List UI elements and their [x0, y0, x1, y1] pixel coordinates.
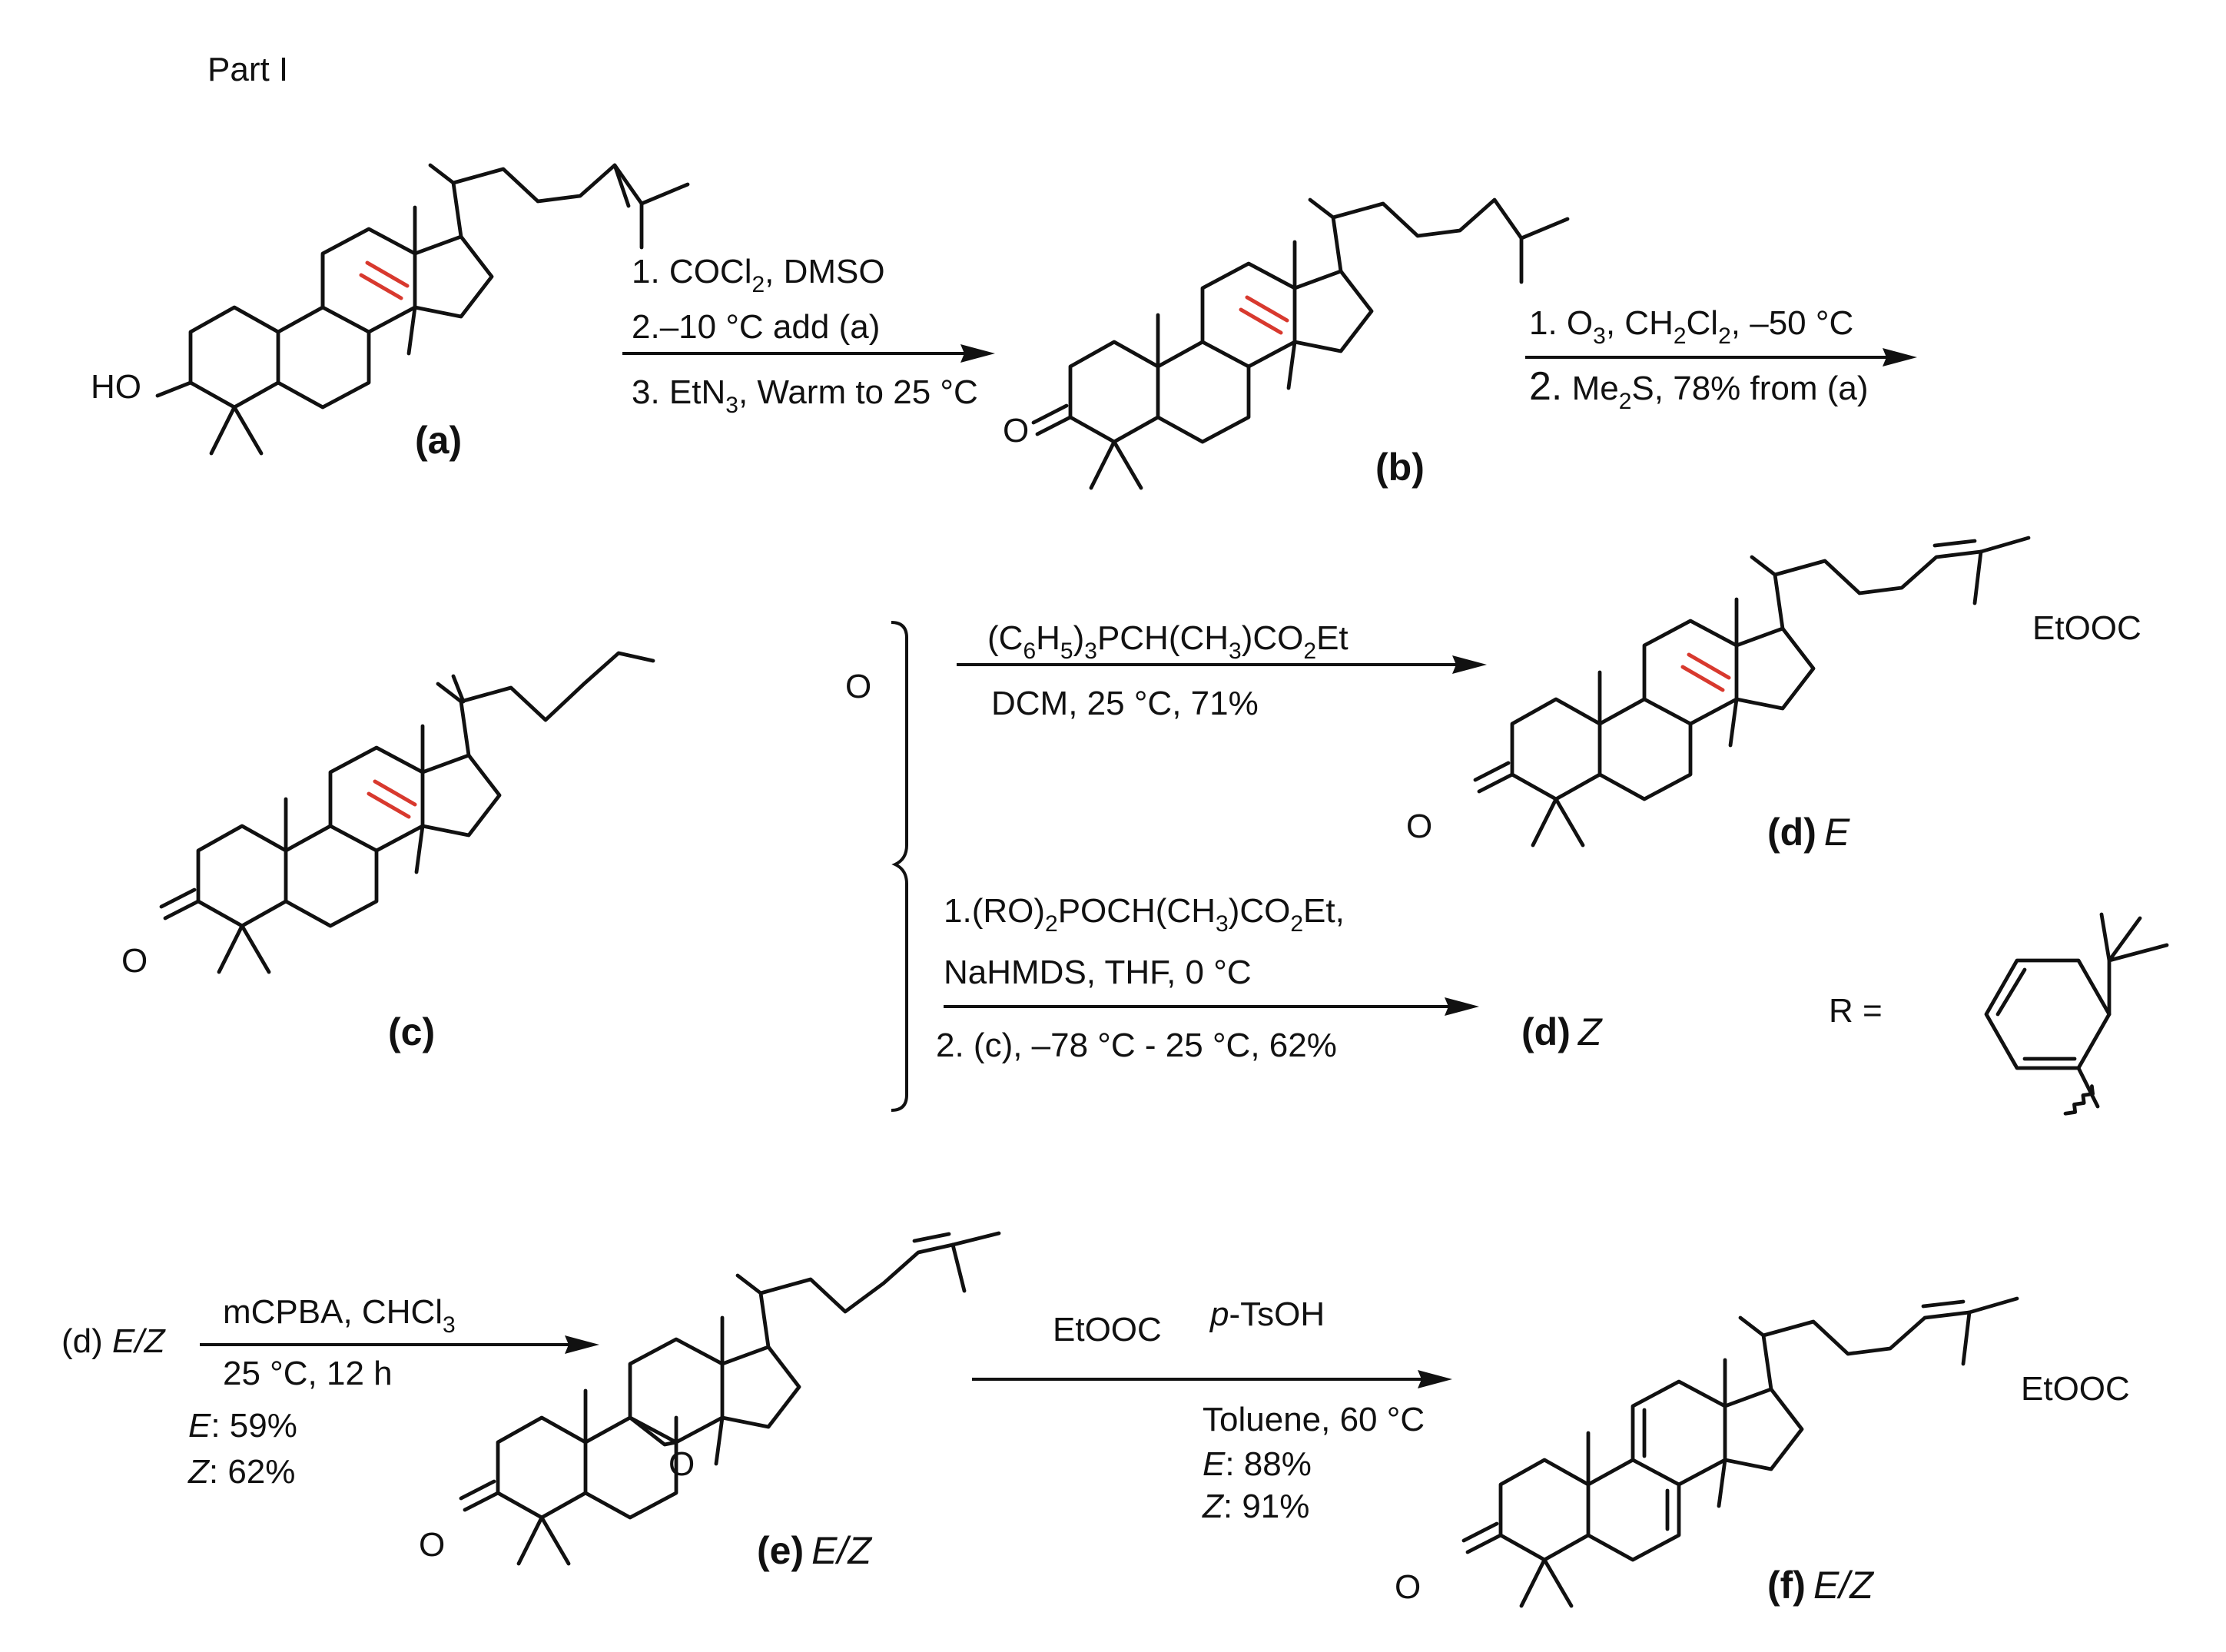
- compound-e-ester: EtOOC: [1053, 1311, 1162, 1348]
- compound-c-ketone: O: [121, 942, 148, 980]
- step-a-b-line3: 3. EtN3, Warm to 25 °C: [632, 373, 978, 418]
- arrow-e-to-f: [972, 1370, 1452, 1388]
- step-e-f-yield-z: Z: 91%: [1202, 1488, 1309, 1525]
- arrow-d-to-e: [200, 1335, 599, 1354]
- step-c-dE-line1: (C6H5)3PCH(CH3)CO2Et: [987, 619, 1349, 664]
- compound-f: [1461, 1296, 2019, 1608]
- step-e-f-reagent: p-TsOH: [1209, 1295, 1325, 1333]
- compound-c: [159, 651, 655, 974]
- compound-b: [1031, 197, 1570, 490]
- step-d-e-yield-e: E: 59%: [188, 1407, 297, 1445]
- step-b-c-line1: 1. O3, CH2Cl2, –50 °C: [1529, 304, 1853, 349]
- step-c-dZ-line3: 2. (c), –78 °C - 25 °C, 62%: [936, 1027, 1337, 1064]
- compound-e-epoxide: O: [668, 1445, 695, 1483]
- compound-a-label: (a): [415, 419, 462, 462]
- r-group-label: R =: [1829, 992, 1883, 1030]
- compound-a-hydroxyl: HO: [91, 368, 141, 406]
- compound-c-label: (c): [388, 1010, 435, 1053]
- part-label: Part I: [207, 51, 288, 88]
- step-a-b-line1: 1. COCl2, DMSO: [632, 253, 885, 297]
- compound-f-ester: EtOOC: [2021, 1370, 2130, 1408]
- step-c-dZ-line1: 1.(RO)2POCH(CH3)CO2Et,: [944, 892, 1345, 937]
- compound-e-label: (e)E/Z: [757, 1529, 872, 1572]
- compound-b-ketone: O: [1003, 412, 1029, 449]
- step-d-e-yield-z: Z: 62%: [187, 1453, 295, 1491]
- branch-brace: [891, 621, 908, 1112]
- step-c-dZ-line2: NaHMDS, THF, 0 °C: [944, 954, 1252, 991]
- step-d-e-line1: mCPBA, CHCl3: [223, 1293, 456, 1338]
- step-b-c-line2: 2. Me2S, 78% from (a): [1529, 364, 1869, 414]
- compound-b-label: (b): [1375, 446, 1425, 489]
- compound-a: [155, 163, 690, 456]
- compound-f-label: (f)E/Z: [1767, 1564, 1874, 1607]
- r-group-structure: [1984, 912, 2169, 1116]
- arrow-b-to-c: [1525, 348, 1917, 367]
- compound-dE-ester: EtOOC: [2032, 609, 2141, 647]
- step-a-b-line2: 2.–10 °C add (a): [632, 308, 880, 346]
- step-d-e-start: (d) E/Z: [61, 1322, 167, 1360]
- step-d-e-line2: 25 °C, 12 h: [223, 1355, 393, 1392]
- compound-dE-label: (d)E: [1767, 811, 1850, 854]
- compound-c-aldehyde: O: [845, 668, 871, 705]
- compound-e: [459, 1231, 1001, 1566]
- compound-e-ketone: O: [419, 1526, 445, 1564]
- compound-dZ-label: (d)Z: [1521, 1010, 1603, 1053]
- step-e-f-line2: Toluene, 60 °C: [1203, 1401, 1425, 1438]
- compound-dE-ketone: O: [1406, 808, 1432, 845]
- step-c-dE-line2: DCM, 25 °C, 71%: [991, 685, 1259, 722]
- arrow-a-to-b: [622, 344, 995, 363]
- arrow-c-to-dE: [957, 655, 1487, 674]
- arrow-c-to-dZ: [944, 997, 1479, 1016]
- compound-f-ketone: O: [1395, 1568, 1421, 1606]
- step-e-f-yield-e: E: 88%: [1203, 1445, 1312, 1483]
- compound-dE: [1473, 536, 2031, 848]
